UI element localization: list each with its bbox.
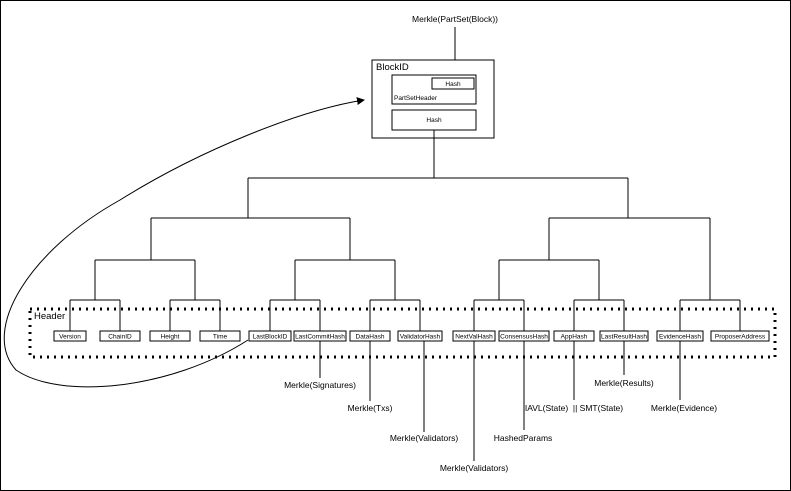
header-field-box [710, 330, 770, 342]
annotation-evidence: Merkle(Evidence) [651, 403, 717, 413]
header-field-label: ValidatorHash [400, 334, 441, 341]
header-field-validatorhash: ValidatorHash [397, 330, 443, 342]
header-field-proposeraddress: ProposerAddress [710, 330, 770, 342]
header-field-label: DataHash [356, 334, 385, 341]
header-field-version: Version [53, 330, 87, 342]
header-field-lastresulthash: LastResultHash [599, 330, 649, 342]
header-field-label: AppHash [561, 334, 588, 341]
header-field-box [149, 330, 191, 342]
header-field-box [248, 330, 292, 342]
annotation-validators: Merkle(Validators) [390, 433, 459, 443]
annotation-txs: Merkle(Txs) [348, 403, 393, 413]
header-field-label: EvidenceHash [659, 334, 701, 341]
blockid-hash-label: Hash [426, 117, 442, 124]
header-field-label: Version [59, 334, 81, 341]
header-field-height: Height [149, 330, 191, 342]
merkle-tree [69, 130, 741, 331]
header-label: Header [34, 311, 65, 322]
partset-hash-label: Hash [445, 81, 461, 88]
header-fields: Version ChainID Height Time LastBlockID LastC… [53, 330, 770, 342]
partset-header-label: PartSetHeader [394, 95, 438, 102]
annotation-signatures: Merkle(Signatures) [284, 380, 356, 390]
header-field-lastcommithash: LastCommitHash [293, 330, 347, 342]
header-field-box [53, 330, 87, 342]
header-field-label: NextValHash [455, 334, 493, 341]
header-field-label: LastBlockID [253, 334, 288, 341]
annotation-results: Merkle(Results) [594, 378, 654, 388]
blockid-title: BlockID [376, 62, 409, 73]
header-field-label: ConsensusHash [500, 334, 548, 341]
header-field-chainid: ChainID [99, 330, 141, 342]
header-dotted-container [28, 307, 777, 359]
header-field-apphash: AppHash [553, 330, 595, 342]
header-field-label: LastResultHash [601, 334, 647, 341]
header-field-nextvalhash: NextValHash [452, 330, 496, 342]
header-field-label: LastCommitHash [295, 334, 345, 341]
header-field-label: ChainID [108, 334, 132, 341]
header-field-label: Time [213, 334, 228, 341]
annotation-next-validators: Merkle(Validators) [440, 463, 509, 473]
partset-hash-box [431, 77, 475, 90]
header-field-box [199, 330, 241, 342]
header-field-datahash: DataHash [349, 330, 391, 342]
header-field-label: ProposerAddress [715, 334, 766, 341]
annotation-connectors [319, 341, 681, 461]
header-field-label: Height [161, 334, 180, 341]
top-merkle-label: Merkle(PartSet(Block)) [412, 14, 498, 24]
header-field-evidencehash: EvidenceHash [656, 330, 704, 342]
header-field-lastblockid: LastBlockID [248, 330, 292, 342]
annotation-hashed-params: HashedParams [494, 433, 553, 443]
lastblockid-to-blockid-arrow [3, 97, 365, 388]
header-field-time: Time [199, 330, 241, 342]
header-field-box [397, 330, 443, 342]
header-field-consensushash: ConsensusHash [498, 330, 550, 342]
annotation-app-state: IAVL(State) || SMT(State) [525, 403, 623, 413]
header-field-box [99, 330, 141, 342]
